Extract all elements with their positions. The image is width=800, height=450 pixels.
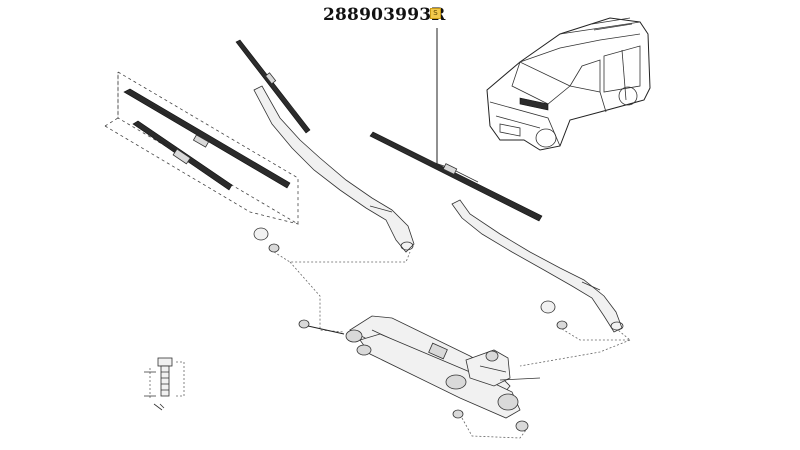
part-status-badge[interactable]: S <box>430 8 441 19</box>
blade-kit-group[interactable] <box>104 71 299 225</box>
wiper-linkage-motor[interactable] <box>345 315 541 439</box>
arm-nut-cap-passenger[interactable] <box>540 300 632 341</box>
motor-bolt[interactable] <box>452 409 464 419</box>
wiper-arm-passenger[interactable] <box>451 199 624 333</box>
wiper-arm-driver[interactable] <box>253 85 415 253</box>
part-number[interactable]: 288903993R <box>323 5 446 25</box>
vehicle-thumbnail[interactable] <box>486 17 651 151</box>
linkage-bolt[interactable] <box>298 319 345 335</box>
wiper-blade-passenger[interactable] <box>369 28 543 222</box>
arm-nut-cap-driver[interactable] <box>253 227 411 263</box>
wiper-blade-driver[interactable] <box>235 39 311 134</box>
linkage-connector-passenger <box>519 339 631 367</box>
bolt-detail[interactable] <box>144 357 185 411</box>
linkage-connector-driver <box>289 261 345 333</box>
